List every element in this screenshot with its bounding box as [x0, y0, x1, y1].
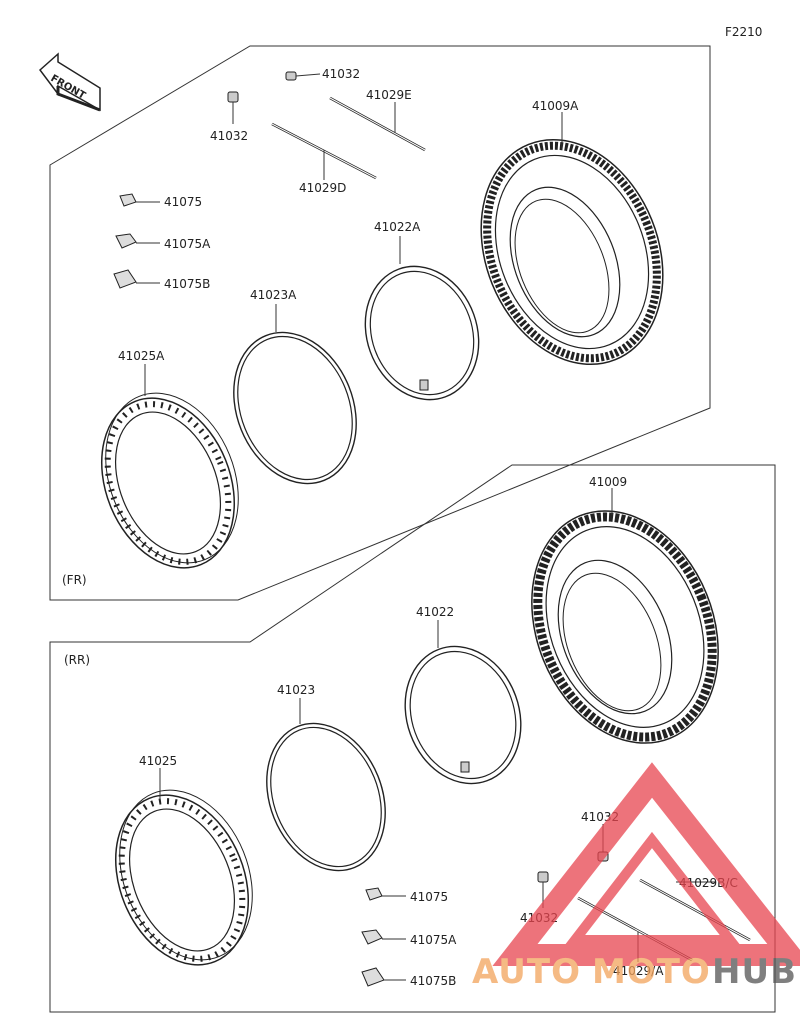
label-41075A-fr: 41075A: [164, 237, 211, 251]
label-41009: 41009: [589, 475, 627, 489]
watermark-logo: AUTO MOTO HUB: [472, 762, 800, 992]
label-41023A: 41023A: [250, 288, 297, 302]
nipple-41075A-rr: [361, 929, 406, 945]
label-41025: 41025: [139, 754, 177, 768]
watermark-text-hub: HUB: [712, 952, 797, 992]
rear-section-label: (RR): [64, 653, 90, 667]
tube-41022: [404, 620, 522, 785]
label-41022: 41022: [416, 605, 454, 619]
label-41075-fr: 41075: [164, 195, 202, 209]
label-41075B-rr: 41075B: [410, 974, 456, 988]
nipple-41075-fr: [119, 193, 160, 207]
label-41009A: 41009A: [532, 99, 579, 113]
label-41023: 41023: [277, 683, 315, 697]
valve-cap-fr-top: [285, 71, 321, 81]
rim-band-41023A: [233, 304, 357, 485]
label-41075A-rr: 41075A: [410, 933, 457, 947]
rim-band-41023: [266, 698, 386, 872]
label-41032-fr-top: 41032: [322, 67, 360, 81]
figure-code: F2210: [725, 25, 762, 39]
label-41075B-fr: 41075B: [164, 277, 210, 291]
label-41025A: 41025A: [118, 349, 165, 363]
tire-41009A: [480, 112, 664, 366]
spoke-41029D: [271, 122, 377, 180]
rim-41025: [114, 768, 253, 966]
rim-41025A: [100, 364, 239, 569]
front-section-label: (FR): [62, 573, 87, 587]
label-41029E: 41029E: [366, 88, 412, 102]
label-41029D: 41029D: [299, 181, 346, 195]
nipple-41075B-fr: [113, 269, 160, 289]
front-arrow-icon: FRONT: [38, 52, 101, 112]
tube-41022A: [364, 236, 480, 401]
label-41075-rr: 41075: [410, 890, 448, 904]
label-41032-fr-left: 41032: [210, 129, 248, 143]
label-41022A: 41022A: [374, 220, 421, 234]
nipple-41075B-rr: [361, 967, 406, 987]
spoke-41029E: [329, 96, 426, 152]
watermark-text-auto: AUTO: [472, 952, 581, 992]
nipple-41075-rr: [365, 887, 406, 901]
rear-section-frame: [49, 464, 776, 1013]
label-41029A: 41029/A: [613, 964, 664, 978]
tire-41009: [531, 488, 719, 744]
valve-cap-fr-left: [227, 91, 239, 124]
front-section-frame: [49, 45, 711, 601]
watermark-text-moto: MOTO: [592, 952, 711, 992]
nipple-41075A-fr: [115, 233, 160, 249]
